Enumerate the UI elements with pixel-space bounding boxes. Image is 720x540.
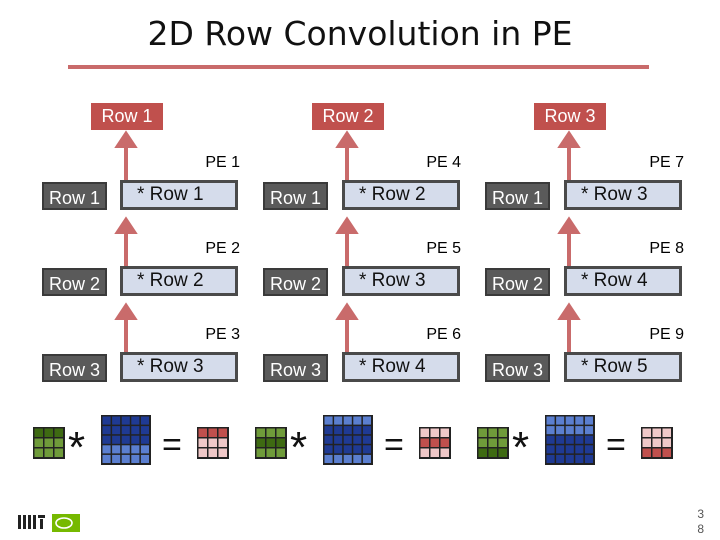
page-number: 3 8 [697,507,704,537]
filter-grid [477,427,509,459]
pe-label: PE 4 [426,154,461,171]
pe-filter-row: Row 1 [485,182,550,210]
pe-input-row: * Row 2 [342,180,460,210]
pe-filter-row: Row 3 [42,354,107,382]
pe-filter-row: Row 2 [485,268,550,296]
pe-filter-row: Row 3 [485,354,550,382]
pe-label: PE 7 [649,154,684,171]
pe-label: PE 8 [649,240,684,257]
page-number-top: 3 [697,507,704,521]
pe-filter-row: Row 1 [263,182,328,210]
pe-input-row: * Row 4 [564,266,682,296]
pe-filter-row: Row 2 [42,268,107,296]
output-row-1: Row 1 [91,103,163,130]
pe-input-row: * Row 2 [120,266,238,296]
accumulation-arrows [114,130,581,355]
slide-title: 2D Row Convolution in PE [147,14,573,53]
output-grid [197,427,229,459]
filter-grid [33,427,65,459]
page-number-bottom: 8 [697,522,704,536]
input-grid [101,415,151,465]
pe-label: PE 1 [205,154,240,171]
output-row-2: Row 2 [312,103,384,130]
pe-input-row: * Row 3 [564,180,682,210]
pe-input-row: * Row 5 [564,352,682,382]
pe-filter-row: Row 2 [263,268,328,296]
pe-filter-row: Row 1 [42,182,107,210]
convolution-symbol: * [290,423,307,472]
equals-symbol: = [162,426,182,464]
convolution-symbol: * [68,423,85,472]
pe-input-row: * Row 3 [342,266,460,296]
pe-label: PE 2 [205,240,240,257]
pe-label: PE 9 [649,326,684,343]
equals-symbol: = [384,426,404,464]
mit-logo [18,515,45,529]
output-grid [641,427,673,459]
input-grid [323,415,373,465]
nvidia-logo [52,514,80,532]
filter-grid [255,427,287,459]
pe-label: PE 3 [205,326,240,343]
pe-label: PE 5 [426,240,461,257]
pe-input-row: * Row 4 [342,352,460,382]
pe-label: PE 6 [426,326,461,343]
output-grid [419,427,451,459]
equals-symbol: = [606,426,626,464]
pe-filter-row: Row 3 [263,354,328,382]
pe-input-row: * Row 1 [120,180,238,210]
convolution-equations: * = * = * = [33,415,673,472]
output-row-3: Row 3 [534,103,606,130]
convolution-symbol: * [512,423,529,472]
input-grid [545,415,595,465]
title-underline [68,65,649,69]
pe-input-row: * Row 3 [120,352,238,382]
